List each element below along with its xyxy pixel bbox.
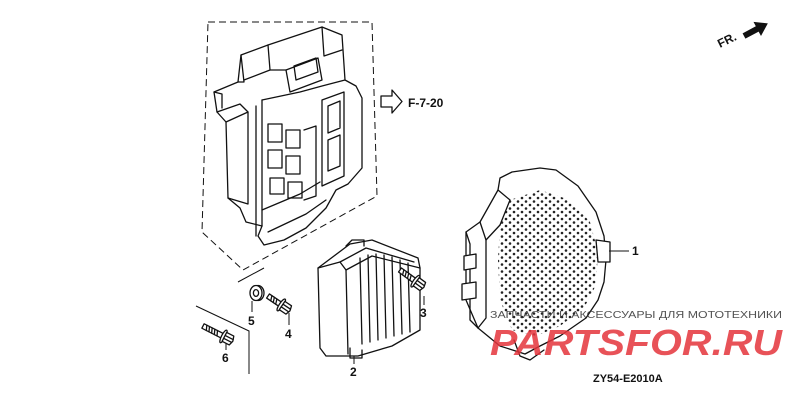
watermark-logo: PARTSFOR.RU	[490, 322, 783, 363]
reference-arrow-icon	[380, 89, 403, 114]
leader-lines	[225, 250, 629, 364]
front-direction-arrow-icon	[742, 21, 768, 39]
part-1-cover	[461, 167, 611, 361]
reference-label: F-7-20	[408, 96, 444, 110]
part-2-module	[317, 239, 421, 359]
watermark: ЗАПЧАСТИ И АКСЕССУАРЫ ДЛЯ МОТОТЕХНИКИ PA…	[490, 310, 783, 363]
part-5-washer	[249, 284, 265, 302]
part-3-bolt	[397, 267, 427, 292]
drawing-code: ZY54-E2010A	[593, 373, 663, 385]
front-direction-label: FR.	[715, 30, 739, 51]
part-number-5: 5	[248, 314, 255, 328]
watermark-tagline: ЗАПЧАСТИ И АКСЕССУАРЫ ДЛЯ МОТОТЕХНИКИ	[490, 310, 782, 321]
part-number-1: 1	[632, 244, 639, 258]
part-number-3: 3	[420, 306, 427, 320]
cross-reference: F-7-20	[380, 89, 444, 114]
part-number-4: 4	[285, 327, 292, 341]
part-number-2: 2	[350, 365, 357, 379]
part-number-6: 6	[222, 351, 229, 365]
fastener-group-lines	[195, 267, 265, 374]
reference-assembly-outline	[201, 21, 378, 271]
part-6-bolt	[201, 323, 235, 346]
front-direction-indicator: FR.	[715, 21, 768, 51]
part-4-bolt	[265, 293, 293, 315]
ecm-bracket-assembly	[213, 26, 363, 246]
